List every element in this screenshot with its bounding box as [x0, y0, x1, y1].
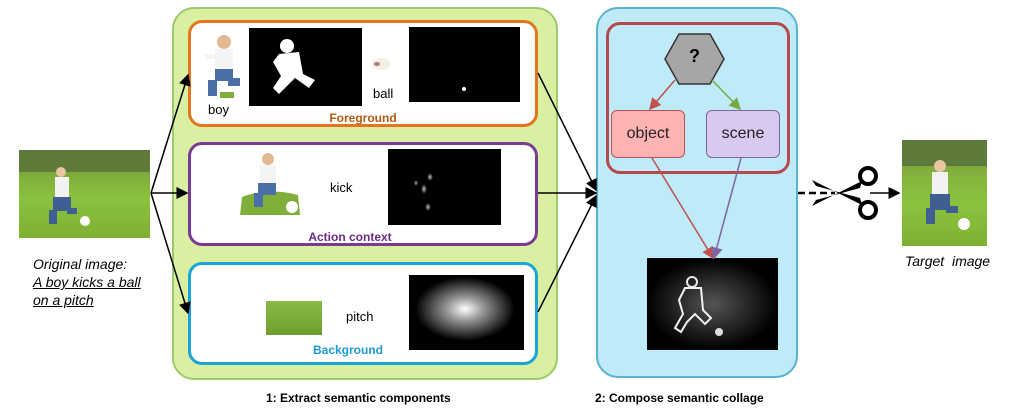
original-image — [19, 150, 150, 238]
step2-caption: 2: Compose semantic collage — [595, 391, 764, 405]
question-mark: ? — [689, 46, 700, 66]
ball-mask — [409, 27, 520, 102]
arrow-object-collage — [651, 157, 714, 260]
pitch-cutout — [266, 301, 322, 335]
semantic-collage — [647, 258, 778, 350]
original-caption: Original image: A boy kicks a ball on a … — [33, 255, 163, 309]
kick-heatmap — [388, 149, 501, 225]
action-context-title: Action context — [308, 230, 392, 244]
scissors-icon — [812, 166, 878, 220]
arrow-background-compose — [537, 194, 597, 313]
target-caption: Target image — [905, 253, 991, 269]
original-caption-line2: A boy kicks a ball — [33, 274, 141, 290]
ball-cutout — [371, 55, 391, 71]
arrow-foreground-compose — [537, 72, 597, 192]
arrow-original-background — [150, 192, 191, 315]
foreground-title: Foreground — [329, 111, 397, 125]
pitch-label: pitch — [346, 309, 374, 324]
arrow-query-scene — [711, 79, 742, 111]
arrow-original-foreground — [150, 73, 191, 194]
original-caption-line3: on a pitch — [33, 292, 94, 308]
object-node: object — [611, 110, 685, 158]
arrow-scene-collage — [710, 157, 742, 260]
arrow-query-object — [649, 79, 676, 111]
query-hexagon — [663, 32, 726, 86]
background-title: Background — [312, 343, 383, 357]
target-image — [902, 140, 987, 246]
boy-label: boy — [208, 102, 229, 117]
boy-mask — [249, 28, 362, 106]
kick-cutout — [238, 149, 302, 217]
ball-label: ball — [373, 86, 394, 101]
scene-node: scene — [706, 110, 780, 158]
pitch-heatmap — [409, 275, 524, 350]
original-image-content — [19, 150, 150, 226]
kick-label: kick — [330, 180, 353, 195]
boy-cutout — [200, 32, 245, 100]
original-caption-line1: Original image: — [33, 256, 128, 272]
step1-caption: 1: Extract semantic components — [266, 391, 451, 405]
